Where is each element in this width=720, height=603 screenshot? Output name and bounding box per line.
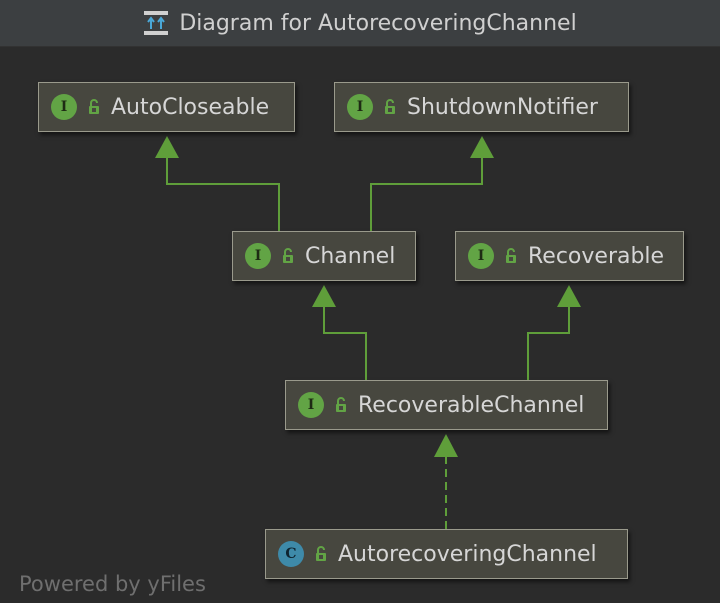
node-label: Channel: [305, 243, 396, 269]
public-lock-icon: [89, 99, 99, 114]
interface-badge-icon: I: [298, 392, 324, 418]
public-lock-icon: [283, 248, 293, 263]
node-shutdownnotifier[interactable]: I ShutdownNotifier: [334, 82, 629, 132]
edge-channel-shutdownnotifier: [370, 136, 494, 232]
node-autorecoveringchannel[interactable]: C AutorecoveringChannel: [265, 529, 628, 579]
interface-badge-icon: I: [347, 94, 373, 120]
node-autocloseable[interactable]: I AutoCloseable: [38, 82, 295, 132]
node-label: AutorecoveringChannel: [338, 541, 597, 567]
yfiles-watermark: Powered by yFiles: [19, 572, 206, 596]
class-badge-icon: C: [278, 541, 304, 567]
edge-autorecoveringchannel-recoverablechannel: [434, 434, 458, 529]
interface-badge-icon: I: [468, 243, 494, 269]
window-titlebar: Diagram for AutorecoveringChannel: [0, 0, 720, 47]
node-recoverable[interactable]: I Recoverable: [455, 231, 684, 281]
node-channel[interactable]: I Channel: [232, 231, 416, 281]
edge-recoverablechannel-channel: [312, 285, 367, 380]
node-label: RecoverableChannel: [358, 392, 585, 418]
public-lock-icon: [385, 99, 395, 114]
node-label: Recoverable: [528, 243, 665, 269]
node-label: AutoCloseable: [111, 94, 270, 120]
window-title: Diagram for AutorecoveringChannel: [179, 10, 577, 36]
edge-recoverablechannel-recoverable: [527, 285, 581, 380]
public-lock-icon: [316, 546, 326, 561]
uml-diagram-icon: [144, 11, 169, 35]
node-recoverablechannel[interactable]: I RecoverableChannel: [285, 380, 608, 430]
public-lock-icon: [506, 248, 516, 263]
node-label: ShutdownNotifier: [407, 94, 598, 120]
public-lock-icon: [336, 397, 346, 412]
interface-badge-icon: I: [51, 94, 77, 120]
edge-channel-autocloseable: [155, 136, 280, 232]
interface-badge-icon: I: [245, 243, 271, 269]
